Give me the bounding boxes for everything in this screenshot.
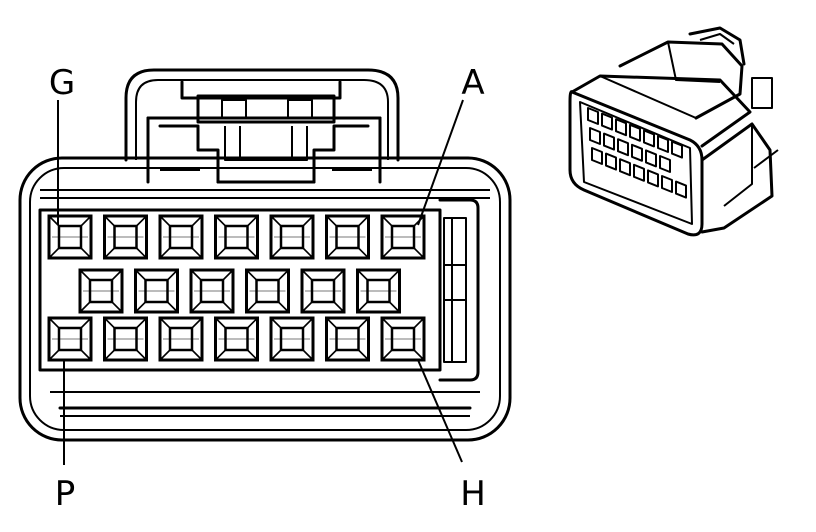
iso-pin-cavity — [643, 129, 655, 148]
pin-cavity — [47, 214, 93, 260]
connector-isometric-view — [568, 26, 779, 237]
iso-latch — [618, 40, 744, 120]
pin-cavity — [245, 268, 290, 314]
pin-cavity — [269, 214, 315, 260]
pin-cavity — [189, 268, 235, 314]
pin-cavity — [103, 316, 148, 362]
iso-pin-cavity — [659, 155, 671, 173]
iso-top-face — [570, 74, 752, 148]
pin-cavity — [380, 214, 426, 260]
iso-pin-cavity — [645, 149, 657, 168]
iso-right-face — [700, 122, 774, 234]
label-pin-p: P — [55, 474, 76, 514]
cavity-field-frame — [38, 208, 442, 372]
iso-pin-cavity — [675, 180, 687, 199]
pin-cavity — [78, 268, 124, 314]
iso-pin-cavity — [617, 138, 629, 157]
pin-cavity — [356, 268, 401, 314]
pin-cavity — [325, 316, 370, 362]
iso-pin-cavity — [587, 107, 599, 125]
pin-cavity — [325, 214, 370, 260]
callout-lines — [57, 99, 464, 465]
pin-cavity — [47, 316, 93, 362]
iso-pin-cavity — [605, 152, 617, 171]
side-lock-slot — [438, 198, 480, 382]
iso-pin-cavity — [589, 127, 601, 145]
housing-bottom-ribs — [50, 391, 480, 417]
connector-face-view: G A P H — [18, 63, 512, 514]
leader-line-h — [417, 359, 463, 463]
iso-pin-cavity — [633, 163, 645, 182]
pin-cavity — [158, 214, 204, 260]
pin-cavity — [300, 268, 346, 314]
iso-pin-cavity — [657, 135, 669, 153]
housing-outline-outer — [18, 156, 512, 442]
iso-pin-cavity — [601, 112, 613, 131]
pin-cavity — [214, 316, 259, 362]
cavity-grid — [47, 214, 426, 362]
pin-cavity — [269, 316, 315, 362]
iso-pin-cavity — [661, 175, 673, 193]
latch-housing — [124, 68, 400, 162]
iso-pin-cavity — [603, 132, 615, 151]
iso-front-face — [568, 90, 704, 237]
iso-cavity-grid — [587, 107, 687, 199]
latch-mechanism — [146, 80, 382, 184]
iso-pin-cavity — [629, 123, 641, 142]
iso-pin-cavity — [591, 147, 603, 165]
label-pin-h: H — [460, 474, 486, 514]
iso-pin-cavity — [631, 143, 643, 162]
pin-cavity — [134, 268, 179, 314]
pin-cavity — [380, 316, 426, 362]
pin-cavity — [103, 214, 148, 260]
label-pin-a: A — [461, 63, 484, 103]
pin-cavity — [158, 316, 204, 362]
iso-pin-cavity — [615, 118, 627, 137]
housing-outline-inner — [29, 167, 501, 431]
iso-pin-cavity — [619, 158, 631, 177]
pin-cavity — [214, 214, 259, 260]
leader-line-a — [417, 99, 464, 226]
iso-pin-cavity — [671, 140, 683, 159]
label-pin-g: G — [49, 63, 75, 103]
latch-housing-inner — [135, 79, 389, 160]
iso-pin-cavity — [647, 169, 659, 188]
housing-top-ribs — [40, 189, 490, 199]
